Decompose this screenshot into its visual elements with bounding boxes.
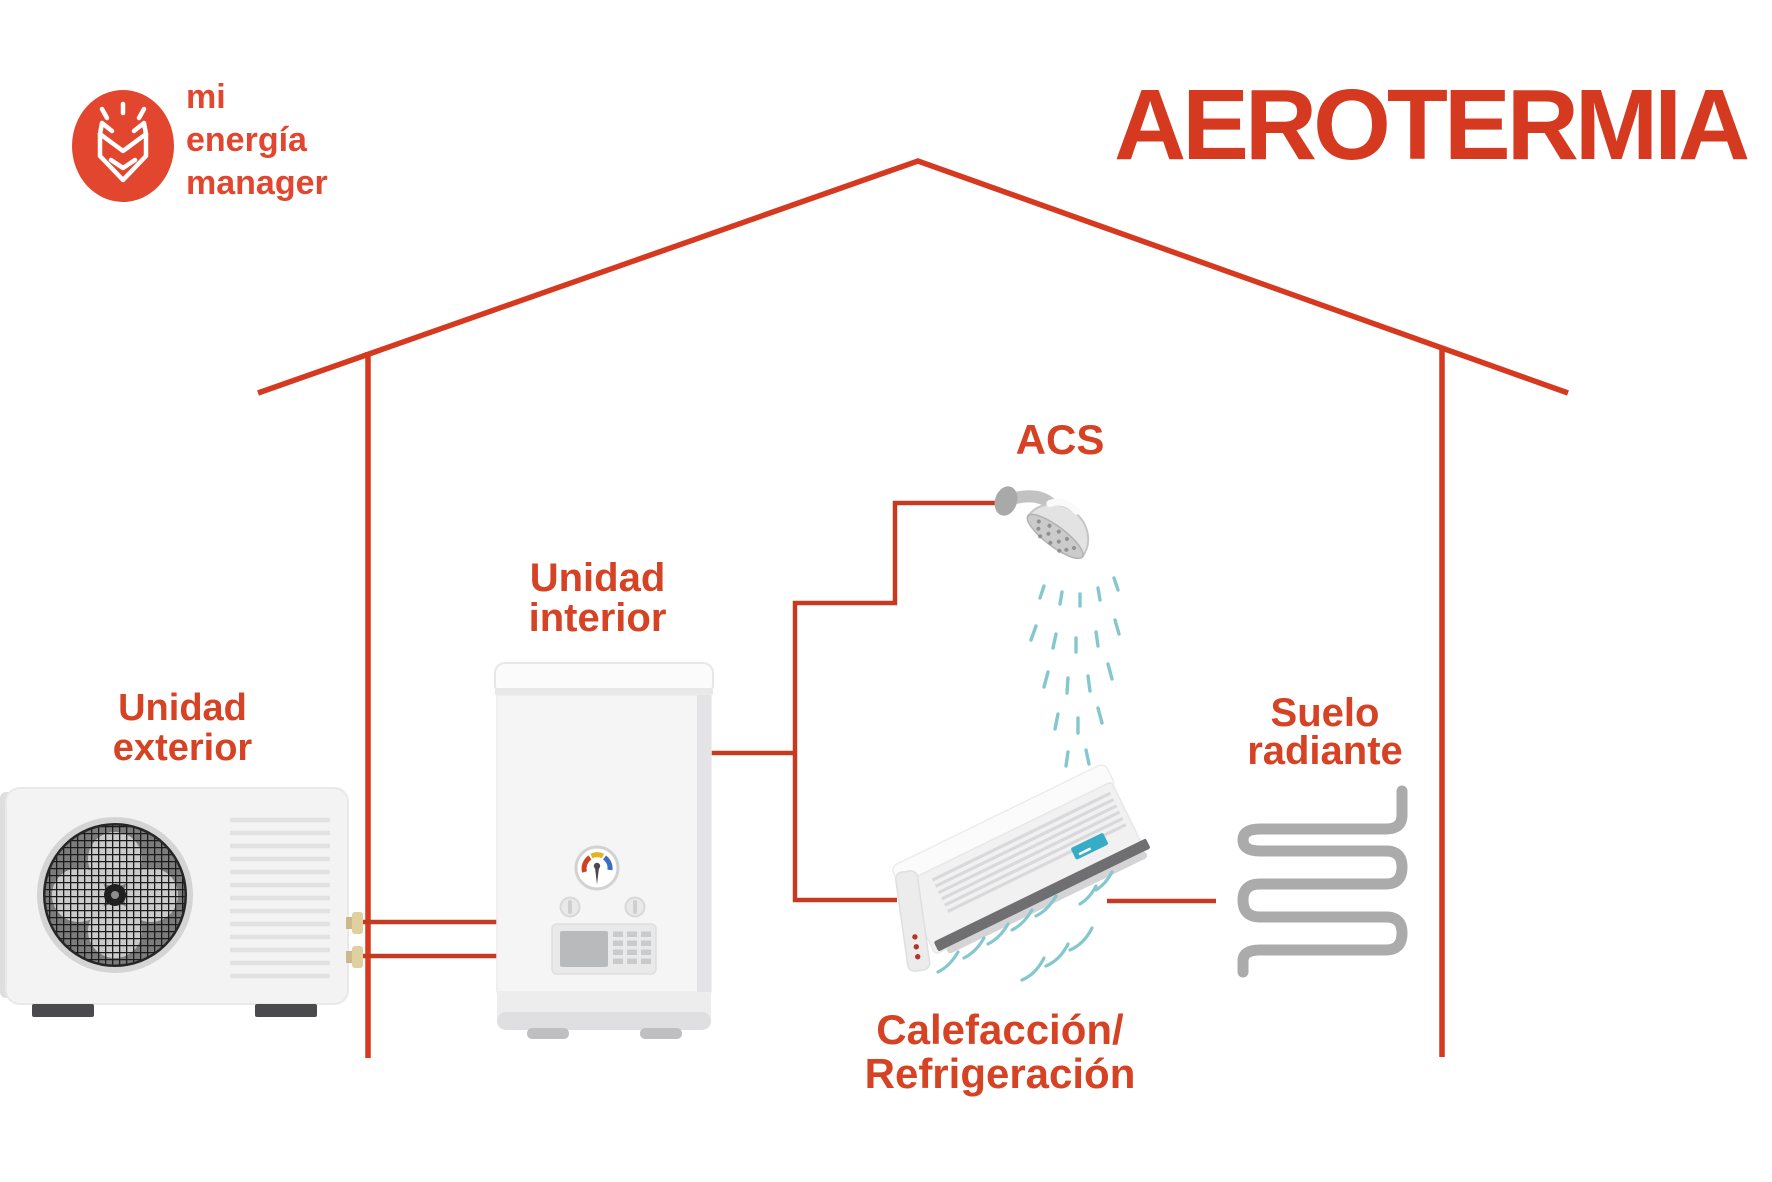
side-vents [230,817,330,979]
acs-label: ACS [1015,416,1105,463]
pipe-network [352,500,1216,959]
indoor-unit-illustration [494,662,714,1039]
control-knobs [559,896,646,918]
fan-icon [37,817,193,973]
ac-unit-illustration [892,764,1150,982]
indoor-unit-label: Unidad interior [528,556,667,640]
roof-line [257,158,1569,396]
outdoor-unit-label: Unidad exterior [112,687,253,769]
pipe-valve-connectors [346,912,363,968]
outdoor-unit-illustration [0,787,363,1017]
ac-airflow [936,870,1114,982]
ac-end-cap [894,870,931,972]
panel-buttons [613,931,651,964]
unit-foot [640,1028,682,1039]
house-outline [257,158,1569,1058]
unit-foot [255,1004,317,1017]
ac-louvers [931,791,1127,913]
ac-outlet-vane [934,838,1150,951]
control-panel [551,923,657,975]
radiant-coil-icon [1237,785,1408,978]
unit-foot [527,1028,569,1039]
unit-foot [32,1004,94,1017]
heating-cooling-label: Calefacción/ Refrigeración [864,1006,1136,1097]
logo-wordmark: mi energía manager [186,78,328,202]
temperature-gauge-icon [574,845,620,891]
shower-head-icon [994,486,1090,560]
radiant-floor-label: Suelo radiante [1247,691,1403,773]
page-title: AEROTERMIA [1114,69,1750,181]
fox-logo-icon [72,90,174,202]
water-spray [1029,576,1121,768]
pipe-riser-acs-ac [792,500,1004,903]
panel-screen [560,931,608,967]
